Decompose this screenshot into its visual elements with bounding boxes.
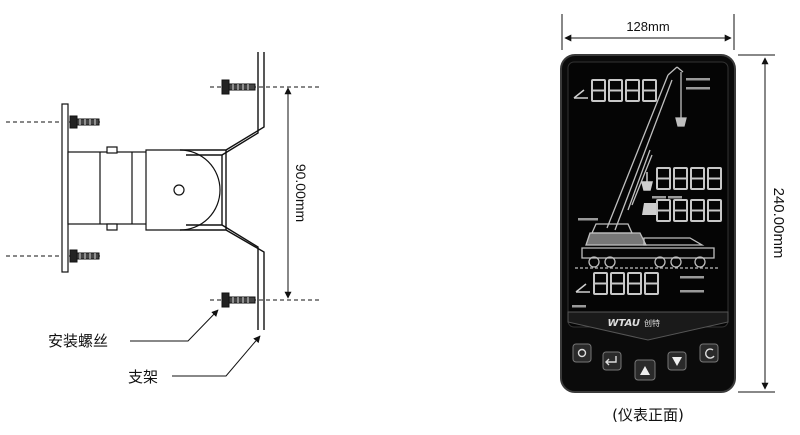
screw-bottom-left — [69, 249, 100, 263]
height-dimension-label: 240.00mm — [770, 188, 787, 259]
settings-icon — [577, 348, 587, 358]
display-angle — [591, 79, 657, 102]
enter-icon — [605, 356, 617, 366]
bracket-hole — [173, 184, 185, 196]
display-load — [656, 199, 722, 222]
arrow-up-icon — [640, 366, 650, 375]
front-panel-view: 128mm 240.00mm — [560, 14, 787, 424]
screw-top-right — [221, 79, 256, 95]
screw-top-left — [69, 115, 100, 129]
height-dimension: 240.00mm — [738, 54, 787, 393]
enter-button[interactable] — [602, 351, 622, 371]
reset-icon — [705, 348, 715, 359]
display-length — [656, 167, 722, 190]
display-rated — [593, 272, 659, 295]
up-button[interactable] — [634, 359, 656, 381]
brand-suffix: 创特 — [644, 318, 660, 328]
screw-callout-label: 安装螺丝 — [48, 332, 108, 350]
mounting-side-view: 90.00mm 安装螺丝 支架 — [6, 52, 320, 386]
crane-graphic — [575, 66, 720, 269]
brand-plate — [567, 311, 729, 341]
bracket — [180, 52, 265, 330]
spacing-dimension-label: 90.00mm — [293, 164, 309, 222]
down-button[interactable] — [667, 351, 687, 371]
instrument-body — [67, 146, 149, 231]
reset-button[interactable] — [699, 343, 719, 363]
panel-small-labels — [572, 78, 710, 308]
bracket-tab — [145, 149, 221, 231]
settings-button[interactable] — [572, 343, 592, 363]
angle-icon — [573, 89, 588, 99]
bracket-callout: 支架 — [128, 335, 261, 386]
screw-callout: 安装螺丝 — [48, 309, 219, 350]
arrow-down-icon — [672, 357, 682, 366]
bracket-callout-label: 支架 — [128, 368, 158, 386]
width-dimension: 128mm — [561, 14, 735, 50]
front-panel-caption: (仪表正面) — [612, 406, 684, 424]
width-dimension-label: 128mm — [626, 19, 669, 34]
weight-icon — [642, 203, 658, 215]
rated-angle-icon — [575, 283, 590, 293]
panel-wall — [61, 103, 69, 273]
spacing-dimension: 90.00mm — [284, 87, 309, 299]
brand-logo: WTAU — [608, 318, 641, 329]
screw-bottom-right — [221, 292, 256, 308]
hook-icon — [641, 172, 653, 191]
